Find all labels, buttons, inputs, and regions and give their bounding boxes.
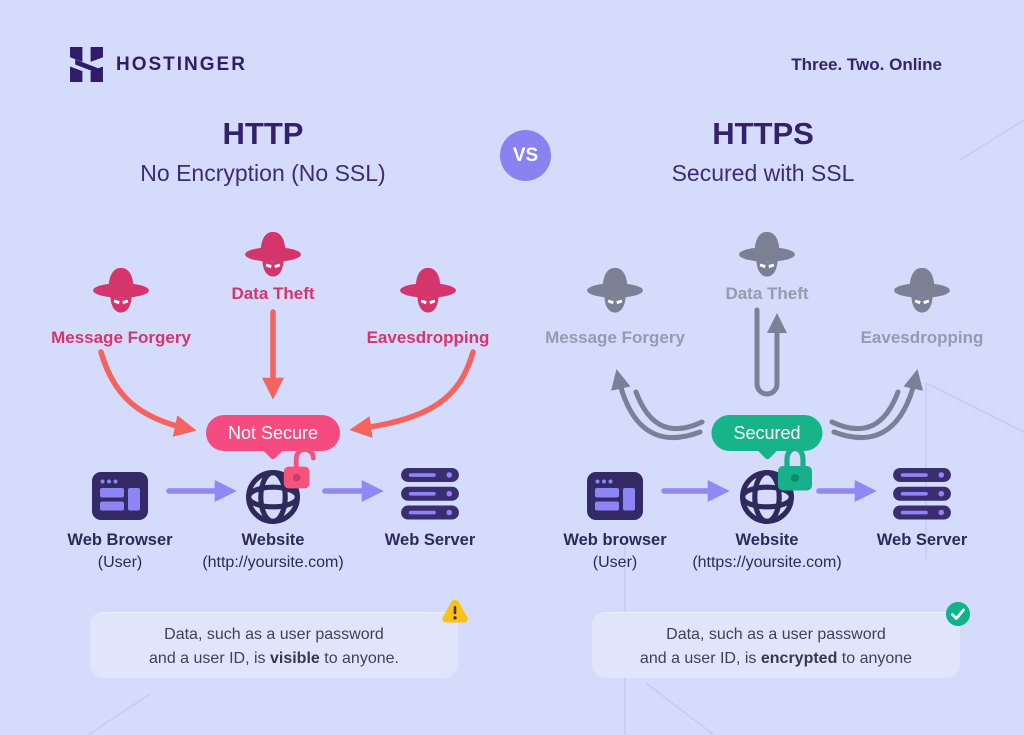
deflected-arrow-hairpin xyxy=(754,307,787,397)
note-line-1: Data, such as a user password xyxy=(164,626,384,643)
threat-label-eavesdropping: Eavesdropping xyxy=(366,328,490,347)
note-emphasis: visible xyxy=(269,650,320,667)
spy-hat-icon xyxy=(738,228,796,278)
threat-label-message-forgery: Message Forgery xyxy=(545,328,685,347)
hostinger-logo xyxy=(70,47,103,82)
brand-tagline: Three. Two. Online xyxy=(791,55,942,74)
http-subtitle: No Encryption (No SSL) xyxy=(140,160,386,186)
node-label-website: Website xyxy=(241,531,305,549)
spy-hat-icon xyxy=(399,264,457,314)
https-title: HTTPS xyxy=(712,116,814,151)
server-stack-icon xyxy=(399,468,461,520)
deflected-arrow-left-inner xyxy=(633,389,705,432)
open-padlock-icon xyxy=(281,446,319,490)
browser-window-icon xyxy=(587,472,643,520)
closed-padlock-icon xyxy=(775,445,815,491)
node-label-web-browser: Web browser xyxy=(563,531,667,549)
note-emphasis: encrypted xyxy=(760,650,838,667)
vs-label: VS xyxy=(512,144,539,166)
spy-hat-icon xyxy=(586,264,644,314)
node-label-website: Website xyxy=(735,531,799,549)
deflected-arrow-left xyxy=(611,369,703,440)
http-note-text: Data, such as a user password and a user… xyxy=(90,623,458,671)
node-sublabel-url: (https://yoursite.com) xyxy=(692,554,842,571)
brand-name: HOSTINGER xyxy=(116,54,247,75)
node-label-web-server: Web Server xyxy=(384,531,476,549)
node-sublabel-url: (http://yoursite.com) xyxy=(202,554,344,571)
browser-window-icon xyxy=(92,472,148,520)
threat-label-data-theft: Data Theft xyxy=(725,284,809,303)
http-note-box: Data, such as a user password and a user… xyxy=(90,612,458,678)
attack-arrow-left-curve xyxy=(98,349,197,437)
https-note-box: Data, such as a user password and a user… xyxy=(592,612,960,678)
check-circle-icon xyxy=(945,601,971,627)
spy-hat-icon xyxy=(244,228,302,278)
not-secure-badge: Not Secure xyxy=(205,415,341,451)
note-line-2-post: to anyone xyxy=(837,650,913,667)
server-stack-icon xyxy=(891,468,953,520)
node-sublabel-user: (User) xyxy=(97,554,143,571)
spy-hat-icon xyxy=(92,264,150,314)
deflected-arrow-right xyxy=(831,369,923,440)
note-line-2-post: to anyone. xyxy=(319,650,399,667)
https-note-text: Data, such as a user password and a user… xyxy=(592,623,960,671)
attack-arrow-right-curve xyxy=(349,349,476,438)
note-line-2-pre: and a user ID, is xyxy=(149,650,270,667)
node-sublabel-user: (User) xyxy=(592,554,638,571)
vs-badge: VS xyxy=(500,130,551,181)
node-label-web-server: Web Server xyxy=(876,531,968,549)
deflected-arrow-right-inner xyxy=(829,389,901,432)
threat-label-message-forgery: Message Forgery xyxy=(51,328,191,347)
node-label-web-browser: Web Browser xyxy=(67,531,173,549)
warning-triangle-icon xyxy=(442,600,468,623)
secured-badge: Secured xyxy=(711,415,823,451)
spy-hat-icon xyxy=(893,264,951,314)
threat-label-data-theft: Data Theft xyxy=(231,284,315,303)
https-subtitle: Secured with SSL xyxy=(671,160,855,186)
http-title: HTTP xyxy=(222,116,304,151)
note-line-1: Data, such as a user password xyxy=(666,626,886,643)
threat-label-eavesdropping: Eavesdropping xyxy=(860,328,984,347)
note-line-2-pre: and a user ID, is xyxy=(639,650,761,667)
